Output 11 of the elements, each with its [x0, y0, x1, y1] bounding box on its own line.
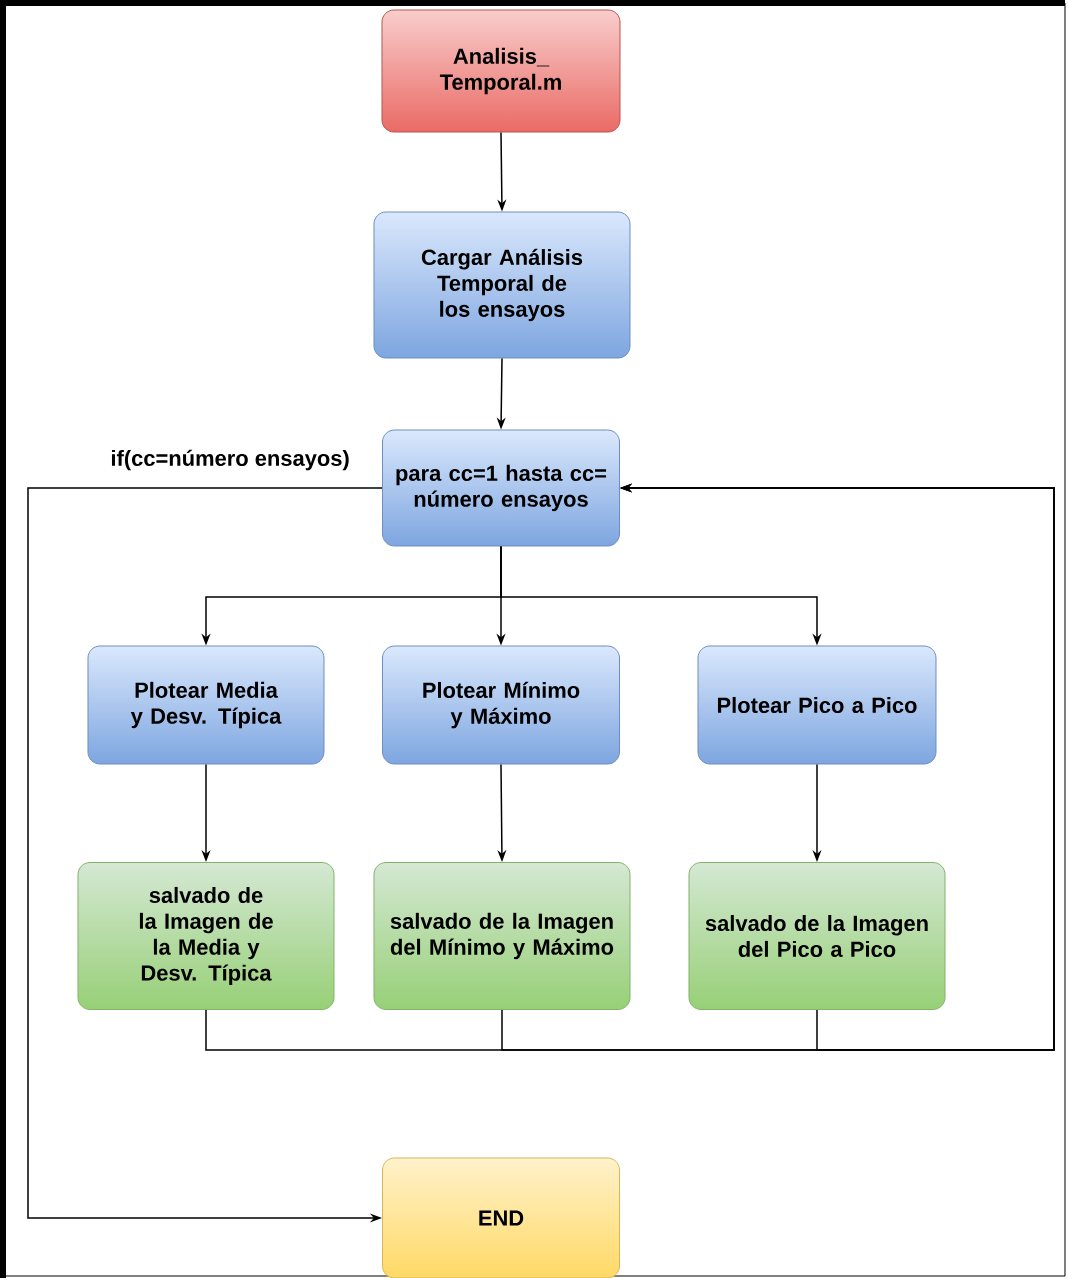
process-box: salvado de la Imagen del Mínimo y Máximo	[373, 862, 631, 1010]
end-box: END	[382, 1157, 620, 1278]
process-box: Plotear Pico a Pico	[697, 645, 937, 765]
loop-box: para cc=1 hasta cc= número ensayos	[382, 429, 620, 547]
process-box: salvado de la Imagen del Pico a Pico	[688, 862, 946, 1010]
process-box: Plotear Media y Desv. Típica	[87, 645, 325, 765]
process-box: Plotear Mínimo y Máximo	[382, 645, 620, 765]
edge-label: if(cc=número ensayos)	[108, 447, 352, 473]
start-box: Analisis_ Temporal.m	[381, 9, 621, 133]
process-box: salvado de la Imagen de la Media y Desv. Típica	[77, 862, 335, 1010]
process-box: Cargar Análisis Temporal de los ensayos	[373, 211, 631, 359]
